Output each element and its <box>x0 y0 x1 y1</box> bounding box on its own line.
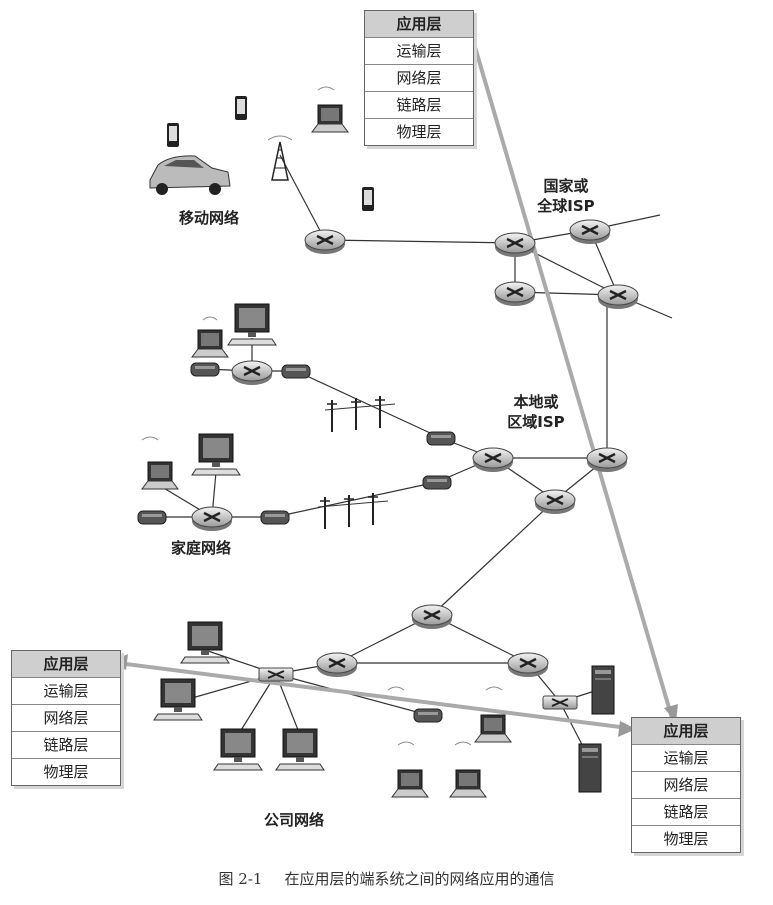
protocol-stack-left: 应用层 运输层 网络层 链路层 物理层 <box>11 650 121 786</box>
layer-transport: 运输层 <box>365 37 473 64</box>
protocol-stack-right: 应用层 运输层 网络层 链路层 物理层 <box>631 717 741 853</box>
label-global-isp-line1: 国家或 <box>543 177 589 195</box>
router <box>493 280 537 308</box>
arrow-head-right <box>618 721 636 737</box>
layer-link: 链路层 <box>632 798 740 825</box>
router <box>303 228 347 256</box>
figure-caption: 图 2-1 在应用层的端系统之间的网络应用的通信 <box>0 868 773 889</box>
router <box>596 283 640 311</box>
layer-physical: 物理层 <box>365 118 473 145</box>
wireless-signal-icon <box>202 316 218 321</box>
layer-physical: 物理层 <box>12 758 120 785</box>
label-enterprise-network: 公司网络 <box>264 811 325 829</box>
desktop-icon <box>153 678 203 721</box>
smartphone-icon <box>167 123 179 147</box>
home-devices <box>141 303 277 490</box>
router <box>533 488 577 516</box>
wireless-signal-icon <box>141 436 159 441</box>
layer-application: 应用层 <box>632 718 740 744</box>
car-icon <box>149 155 231 195</box>
layer-network: 网络层 <box>365 64 473 91</box>
router <box>585 446 629 474</box>
router <box>471 446 515 474</box>
layer-transport: 运输层 <box>632 744 740 771</box>
label-global-isp-line2: 全球ISP <box>537 197 595 215</box>
desktop-icon <box>227 303 277 346</box>
wireless-base-station <box>190 362 220 377</box>
laptop-icon <box>449 769 487 798</box>
router <box>230 359 274 387</box>
label-mobile-network: 移动网络 <box>179 209 240 227</box>
pole-icon <box>350 397 362 431</box>
laptop-icon <box>391 769 429 798</box>
wireless-base-station <box>137 510 167 525</box>
layer-application: 应用层 <box>12 651 120 677</box>
switch <box>542 695 578 710</box>
desktop-icon <box>180 621 230 664</box>
label-global-isp: 国家或 全球ISP <box>520 176 612 216</box>
pole-icon <box>367 492 379 526</box>
router <box>315 651 359 679</box>
layer-transport: 运输层 <box>12 677 120 704</box>
router <box>568 218 612 246</box>
desktop-icon <box>191 433 241 476</box>
wireless-signal-icon <box>454 741 472 746</box>
desktop-icon <box>213 728 263 771</box>
label-local-isp: 本地或 区域ISP <box>496 392 576 432</box>
utility-poles <box>317 395 396 530</box>
label-local-isp-line2: 区域ISP <box>507 413 565 431</box>
label-home-network: 家庭网络 <box>171 539 232 557</box>
laptop-icon <box>474 714 512 743</box>
switch <box>258 667 294 682</box>
figure-number: 图 2-1 <box>218 870 263 888</box>
smartphone-icon <box>362 187 374 211</box>
server-icon <box>591 665 615 715</box>
wireless-signal-icon <box>317 86 335 91</box>
router <box>190 505 234 533</box>
laptop-icon <box>141 461 179 490</box>
app-layer-arrows <box>116 28 674 730</box>
pole-icon <box>326 399 338 433</box>
layer-network: 网络层 <box>12 704 120 731</box>
cell-tower-icon <box>267 135 293 181</box>
cable-modem <box>260 510 290 525</box>
wireless-signal-icon <box>387 686 405 691</box>
label-local-isp-line1: 本地或 <box>513 393 559 411</box>
router <box>410 603 454 631</box>
routers <box>190 218 640 679</box>
enterprise-devices <box>153 621 615 798</box>
layer-physical: 物理层 <box>632 825 740 852</box>
laptop-icon <box>191 329 229 358</box>
server-icon <box>578 743 602 793</box>
protocol-stack-top: 应用层 运输层 网络层 链路层 物理层 <box>364 10 474 146</box>
desktop-icon <box>275 728 325 771</box>
mobile-devices <box>149 86 374 211</box>
layer-link: 链路层 <box>12 731 120 758</box>
router <box>506 651 550 679</box>
cable-modem <box>281 364 311 379</box>
smartphone-icon <box>235 96 247 120</box>
cable-modem <box>426 431 456 446</box>
layer-network: 网络层 <box>632 771 740 798</box>
cable-modem <box>422 475 452 490</box>
figure-caption-text: 在应用层的端系统之间的网络应用的通信 <box>284 870 555 888</box>
layer-application: 应用层 <box>365 11 473 37</box>
wireless-signal-icon <box>397 741 415 746</box>
router <box>493 231 537 259</box>
pole-icon <box>319 496 331 530</box>
layer-link: 链路层 <box>365 91 473 118</box>
wireless-base-station <box>413 708 443 723</box>
laptop-icon <box>311 104 349 133</box>
wireless-signal-icon <box>485 686 503 691</box>
